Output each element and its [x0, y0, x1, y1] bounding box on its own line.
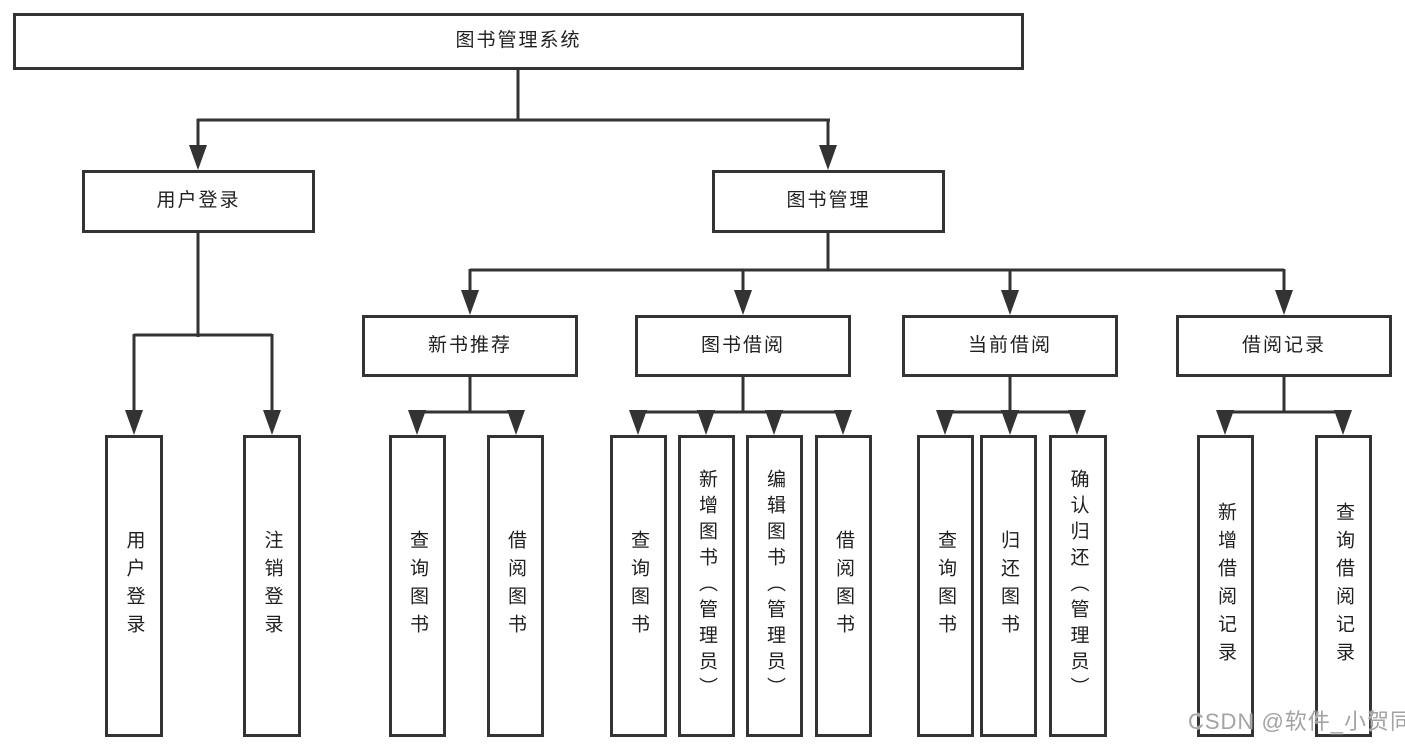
leaf-bb-query-books: 查询图书	[610, 435, 667, 737]
leaf-br-add-record: 新增借阅记录	[1197, 435, 1254, 737]
node-book-borrow: 图书借阅	[635, 315, 851, 377]
node-new-book-recommend: 新书推荐	[362, 315, 578, 377]
node-user-login: 用户登录	[82, 170, 315, 233]
leaf-cb-confirm-return: 确认归还（管理员）	[1049, 435, 1107, 737]
leaf-logout: 注销登录	[243, 435, 301, 737]
arrowheads	[125, 145, 1352, 435]
leaf-cb-return-books: 归还图书	[980, 435, 1037, 737]
node-root: 图书管理系统	[13, 13, 1024, 70]
node-borrow-records: 借阅记录	[1176, 315, 1392, 377]
leaf-bb-borrow-books: 借阅图书	[815, 435, 872, 737]
leaf-nb-query-books: 查询图书	[389, 435, 446, 737]
leaf-user-login: 用户登录	[105, 435, 163, 737]
leaf-bb-edit-books: 编辑图书（管理员）	[746, 435, 803, 737]
leaf-bb-add-books: 新增图书（管理员）	[678, 435, 735, 737]
csdn-watermark: CSDN @软件_小贺同学	[1188, 709, 1405, 734]
leaf-nb-borrow-books: 借阅图书	[487, 435, 544, 737]
leaf-br-query-record: 查询借阅记录	[1315, 435, 1372, 737]
node-current-borrow: 当前借阅	[902, 315, 1118, 377]
leaf-cb-query-books: 查询图书	[917, 435, 974, 737]
node-book-management: 图书管理	[712, 170, 945, 233]
